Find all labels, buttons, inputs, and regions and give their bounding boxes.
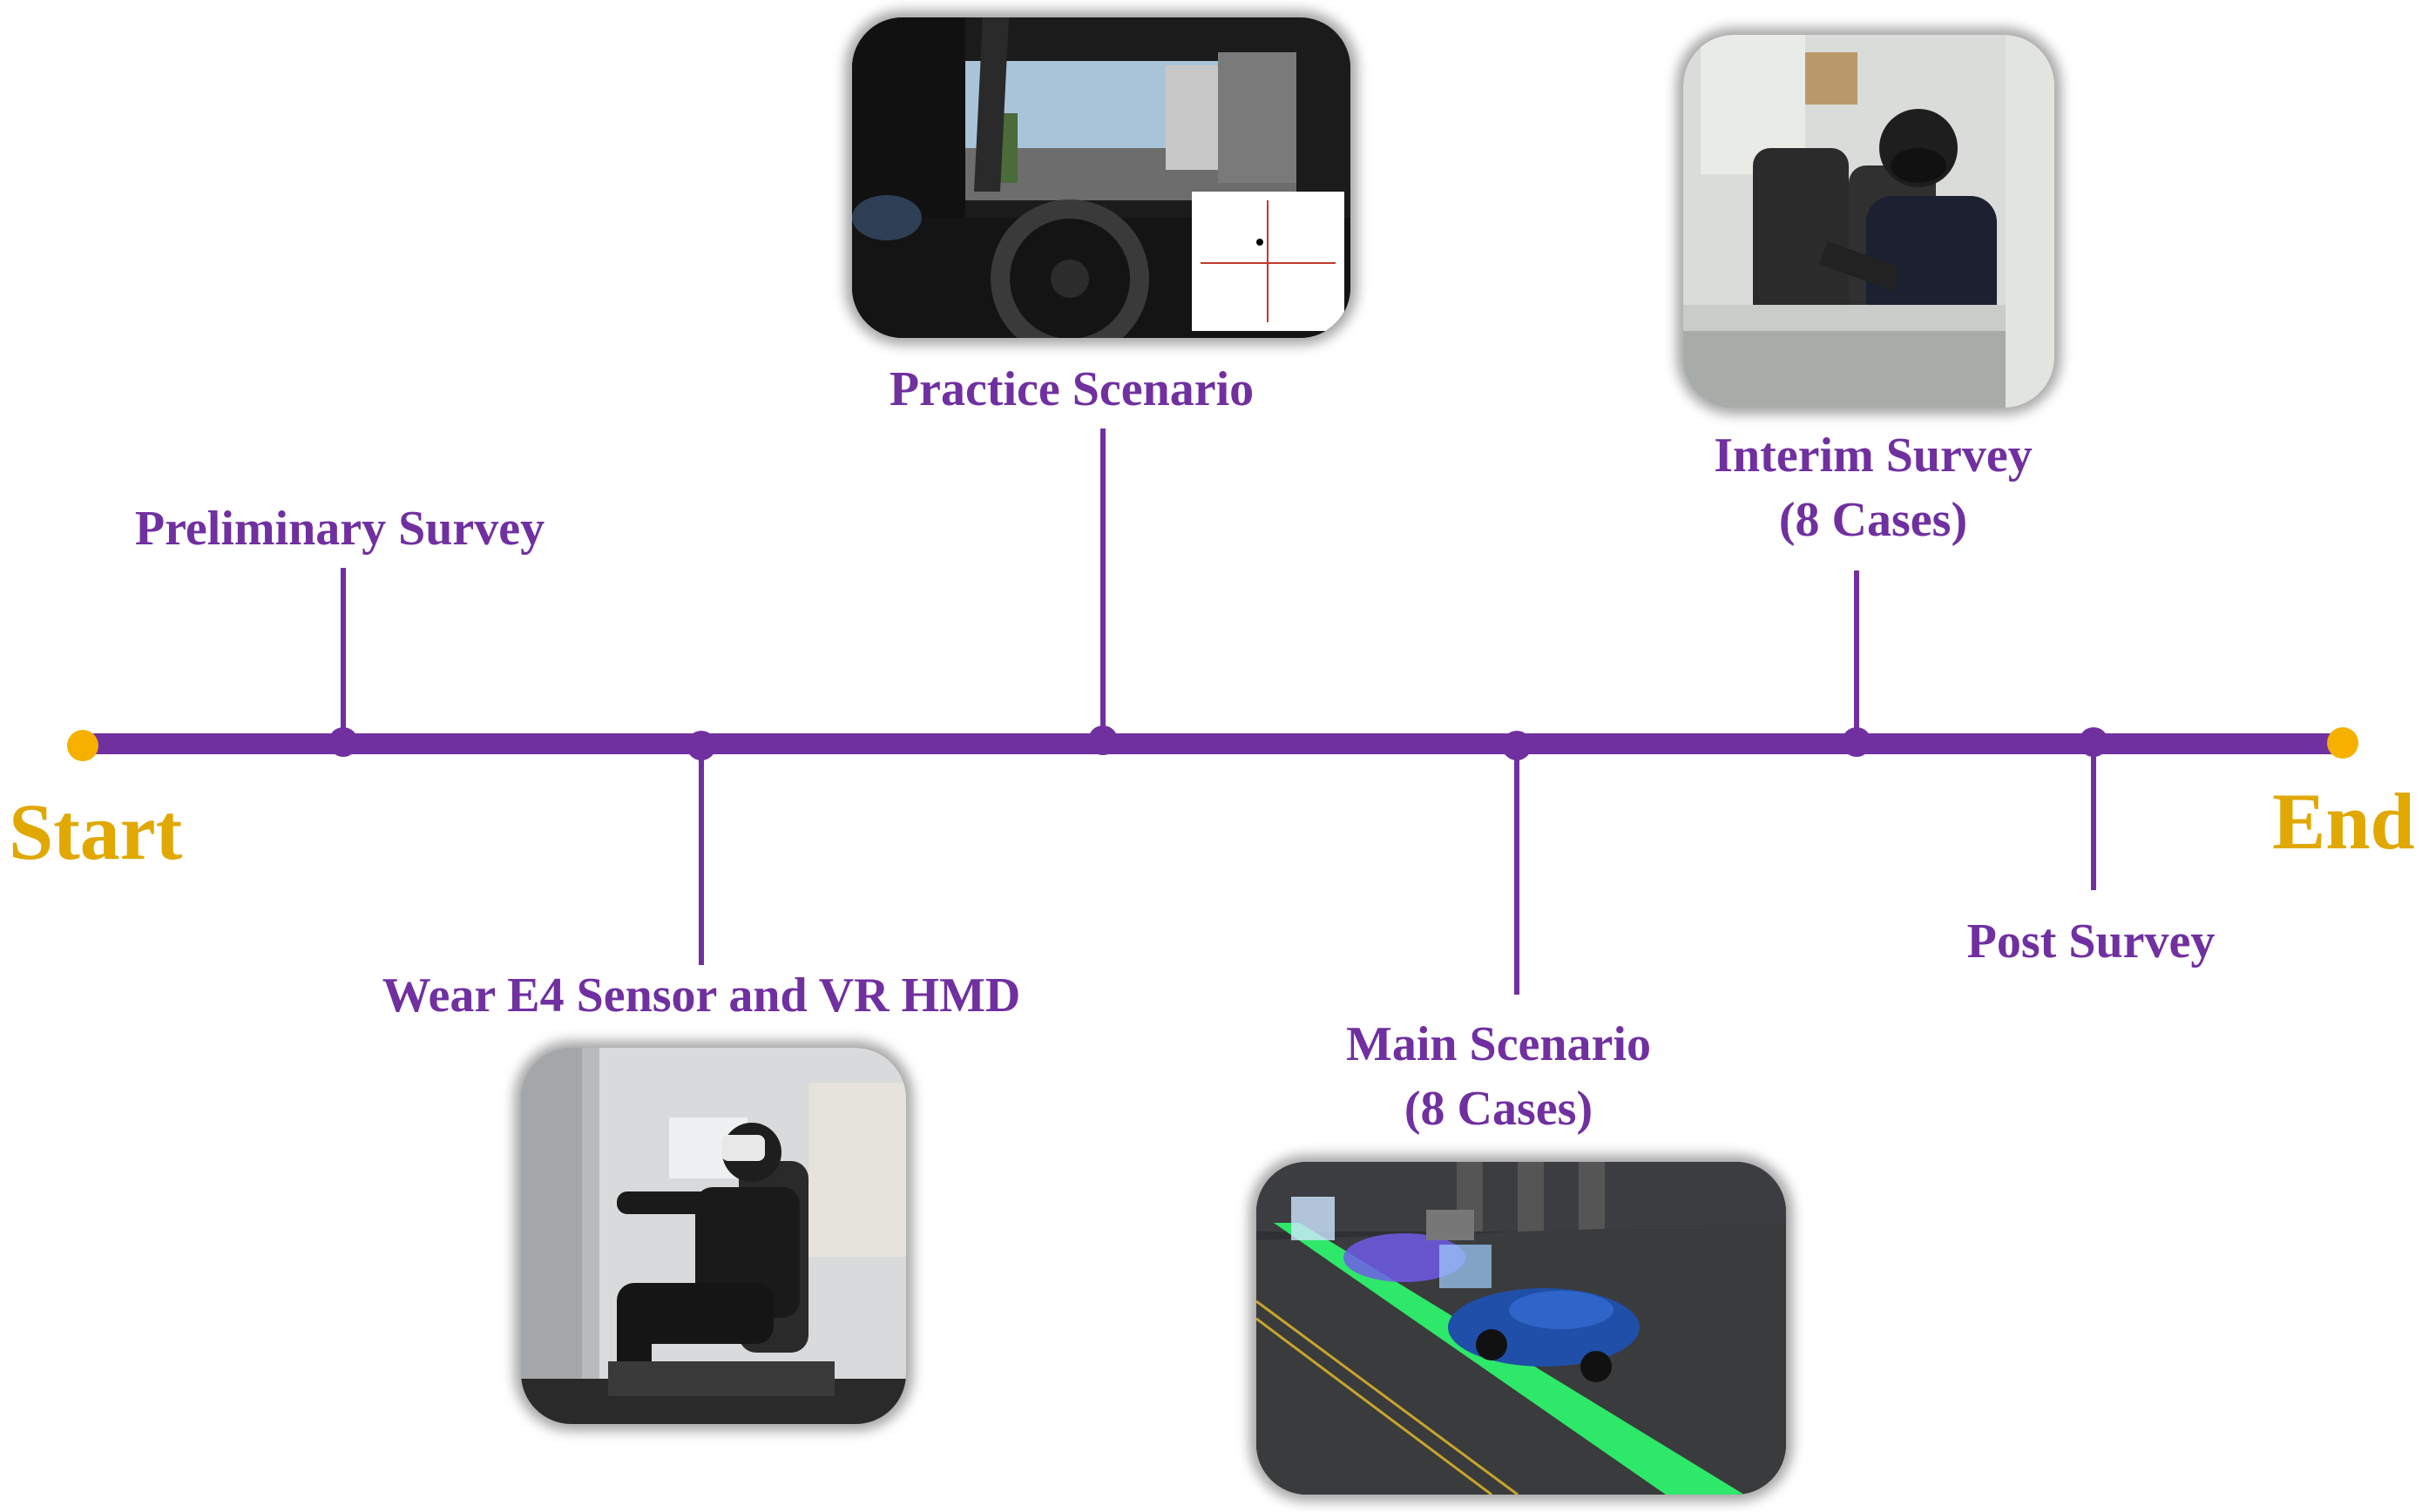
node-post <box>2079 727 2108 757</box>
photo-wear-hmd <box>521 1048 906 1424</box>
label-interim-line2: (8 Cases) <box>1778 493 1968 547</box>
virtual-road-illustration <box>1256 1162 1786 1495</box>
label-post-line1: Post Survey <box>1966 915 2216 969</box>
start-node <box>67 730 98 761</box>
photo-main-scenario <box>1256 1162 1786 1495</box>
label-preliminary: Preliminary Survey <box>96 496 584 561</box>
driving-simulator-illustration <box>852 17 1350 338</box>
node-preliminary <box>328 727 358 757</box>
end-label: End <box>2272 777 2415 866</box>
photo-interim-survey <box>1683 35 2054 408</box>
label-interim-line1: Interim Survey <box>1714 429 2033 483</box>
label-preliminary-line1: Preliminary Survey <box>134 502 545 556</box>
label-wear: Wear E4 Sensor and VR HMD <box>322 963 1080 1028</box>
vr-participant-illustration <box>521 1048 906 1424</box>
label-wear-line1: Wear E4 Sensor and VR HMD <box>382 969 1021 1023</box>
label-interim: Interim Survey (8 Cases) <box>1655 423 2091 552</box>
label-practice: Practice Scenario <box>836 357 1307 422</box>
node-wear <box>687 731 716 760</box>
survey-participant-illustration <box>1683 35 2054 408</box>
label-main-line2: (8 Cases) <box>1404 1082 1593 1136</box>
node-interim <box>1842 727 1871 757</box>
node-practice <box>1088 726 1118 755</box>
photo-practice-scenario <box>852 17 1350 338</box>
label-practice-line1: Practice Scenario <box>889 362 1255 416</box>
label-main-line1: Main Scenario <box>1346 1017 1651 1071</box>
label-main: Main Scenario (8 Cases) <box>1289 1012 1708 1141</box>
node-main <box>1502 731 1532 760</box>
start-label: Start <box>9 787 183 876</box>
end-node <box>2327 727 2358 759</box>
label-post: Post Survey <box>1899 909 2283 974</box>
